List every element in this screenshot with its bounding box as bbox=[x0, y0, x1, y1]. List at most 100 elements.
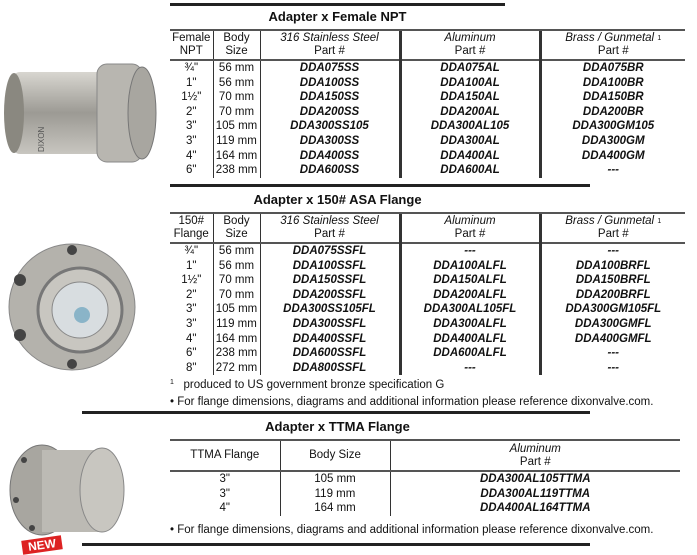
aluminum-part-cell: DDA400AL164TTMA bbox=[389, 501, 680, 516]
flange-adapter-image bbox=[8, 243, 136, 371]
stainless-part-cell: DDA075SS bbox=[259, 60, 400, 76]
flange-note: • For flange dimensions, diagrams and ad… bbox=[170, 396, 654, 408]
brass-part-cell: --- bbox=[538, 243, 685, 259]
stainless-part-cell: DDA300SSFL bbox=[259, 316, 400, 332]
aluminum-part-cell: DDA400AL bbox=[398, 148, 540, 164]
size-cell: 6" bbox=[186, 164, 197, 177]
ttma-title: Adapter x TTMA Flange bbox=[265, 419, 410, 434]
body-size-cell: 70 mm bbox=[212, 104, 260, 120]
divider bbox=[82, 411, 590, 414]
aluminum-part-cell: DDA300AL105TTMA bbox=[389, 471, 680, 487]
brass-part-cell: DDA200BR bbox=[538, 104, 685, 120]
body-size-cell: 56 mm bbox=[212, 258, 260, 274]
divider bbox=[170, 29, 685, 31]
body-size-cell: 119 mm bbox=[212, 316, 260, 332]
stainless-part-cell: DDA100SS bbox=[259, 75, 400, 91]
aluminum-part-cell: DDA150AL bbox=[398, 90, 540, 105]
size-cell: ¾" bbox=[184, 62, 199, 74]
divider bbox=[170, 212, 685, 214]
stainless-part-cell: DDA100SSFL bbox=[259, 258, 400, 274]
size-cell: 4" bbox=[219, 502, 230, 515]
body-size-cell: 164 mm bbox=[212, 331, 260, 347]
stainless-part-cell: DDA075SSFL bbox=[259, 243, 400, 259]
stainless-part-cell: DDA150SS bbox=[259, 90, 400, 105]
body-size-cell: 70 mm bbox=[212, 287, 260, 303]
aluminum-part-cell: DDA075AL bbox=[398, 60, 540, 76]
brass-part-cell: DDA100BR bbox=[538, 75, 685, 91]
brass-part-cell: DDA075BR bbox=[538, 60, 685, 76]
body-size-cell: 119 mm bbox=[212, 133, 260, 149]
aluminum-part-cell: DDA300ALFL bbox=[398, 316, 540, 332]
ttma-adapter-image bbox=[9, 444, 125, 536]
aluminum-part-cell: DDA300AL105 bbox=[398, 119, 540, 134]
brass-part-cell: DDA150BRFL bbox=[538, 273, 685, 288]
brass-part-cell: DDA100BRFL bbox=[538, 258, 685, 274]
size-cell: 4" bbox=[186, 332, 197, 345]
body-size-cell: 56 mm bbox=[212, 243, 260, 259]
stainless-part-cell: DDA300SS105FL bbox=[259, 302, 400, 317]
body-size-cell: 105 mm bbox=[212, 119, 260, 134]
aluminum-part-cell: DDA100AL bbox=[398, 75, 540, 91]
aluminum-part-cell: DDA300AL bbox=[398, 133, 540, 149]
size-cell: 4" bbox=[186, 149, 197, 162]
size-cell: 1" bbox=[186, 259, 197, 272]
size-cell: 2" bbox=[186, 288, 197, 301]
divider bbox=[170, 184, 590, 187]
stainless-part-cell: DDA400SS bbox=[259, 148, 400, 164]
aluminum-part-cell: DDA200ALFL bbox=[398, 287, 540, 303]
aluminum-part-cell: DDA600AL bbox=[398, 163, 540, 178]
aluminum-part-cell: DDA600ALFL bbox=[398, 346, 540, 361]
footnote: 1 produced to US government bronze speci… bbox=[170, 379, 445, 391]
body-size-cell: 119 mm bbox=[279, 486, 390, 502]
size-cell: 6" bbox=[186, 347, 197, 360]
brass-part-cell: DDA300GM105 bbox=[538, 119, 685, 134]
npt-title: Adapter x Female NPT bbox=[268, 9, 407, 24]
stainless-part-cell: DDA300SS bbox=[259, 133, 400, 149]
size-cell: 1" bbox=[186, 76, 197, 89]
size-cell: 3" bbox=[219, 487, 230, 500]
size-cell: 1½" bbox=[181, 274, 202, 287]
size-cell: 3" bbox=[186, 303, 197, 316]
dixon-label: DIXON bbox=[37, 126, 46, 152]
brass-part-cell: DDA200BRFL bbox=[538, 287, 685, 303]
body-size-cell: 70 mm bbox=[212, 90, 260, 105]
size-cell: 8" bbox=[186, 361, 197, 374]
brass-part-cell: DDA150BR bbox=[538, 90, 685, 105]
flange-title: Adapter x 150# ASA Flange bbox=[253, 192, 422, 207]
stainless-part-cell: DDA200SSFL bbox=[259, 287, 400, 303]
stainless-part-cell: DDA400SSFL bbox=[259, 331, 400, 347]
body-size-cell: 164 mm bbox=[279, 501, 390, 516]
aluminum-part-cell: DDA400ALFL bbox=[398, 331, 540, 347]
body-size-cell: 238 mm bbox=[212, 163, 260, 178]
size-cell: 3" bbox=[186, 120, 197, 133]
stainless-part-cell: DDA300SS105 bbox=[259, 119, 400, 134]
brass-part-cell: --- bbox=[538, 163, 685, 178]
brass-part-cell: DDA300GM bbox=[538, 133, 685, 149]
brass-part-cell: DDA300GMFL bbox=[538, 316, 685, 332]
aluminum-part-cell: DDA300AL105FL bbox=[398, 302, 540, 317]
stainless-part-cell: DDA150SSFL bbox=[259, 273, 400, 288]
stainless-part-cell: DDA800SSFL bbox=[259, 360, 400, 376]
